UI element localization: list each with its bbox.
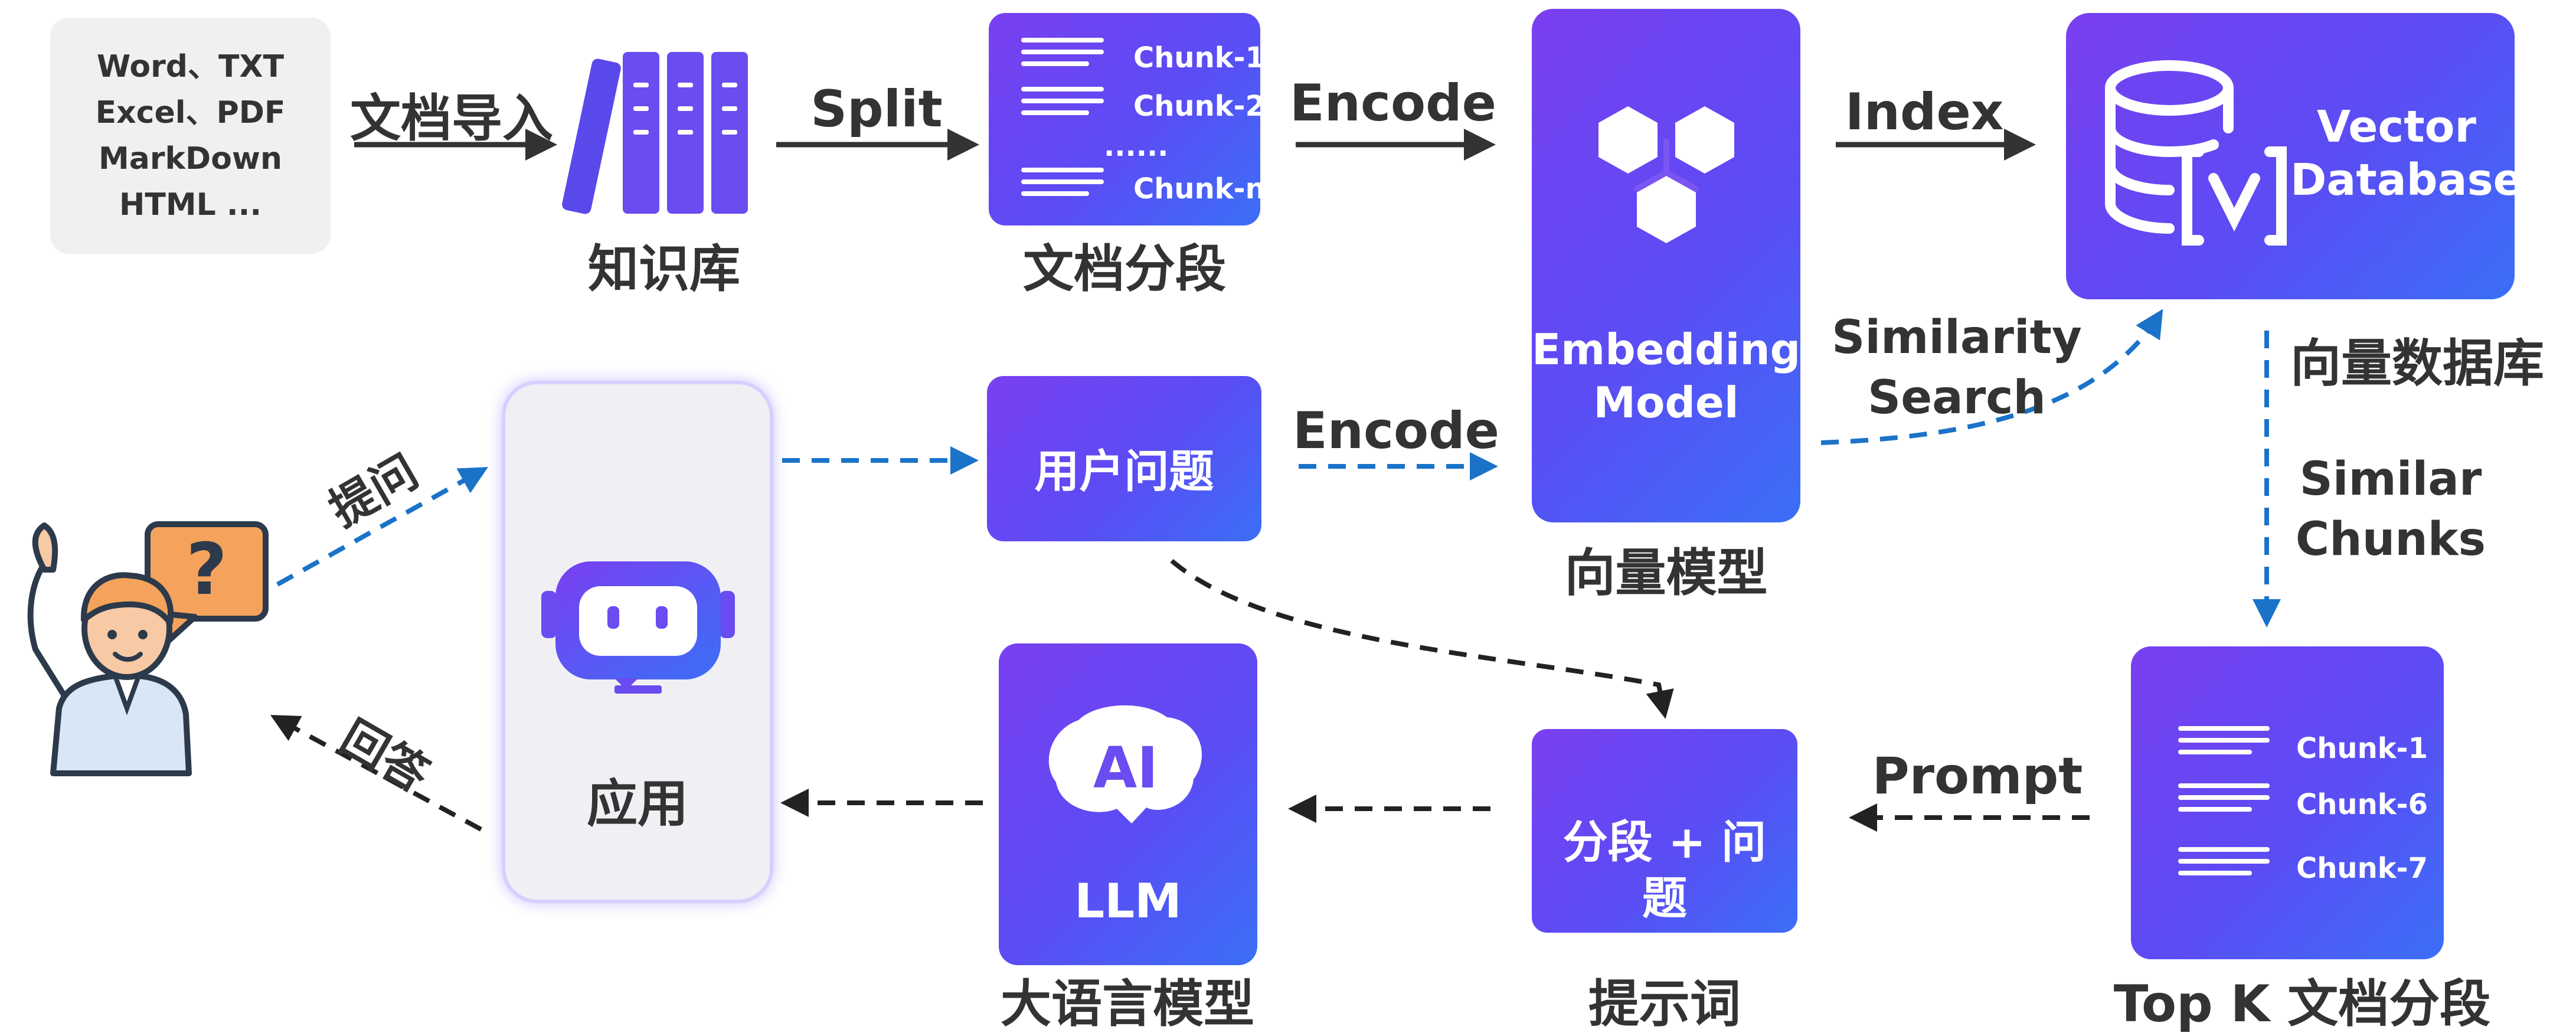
arrow-similarity-search xyxy=(1820,309,2163,445)
edge-label-split: Split xyxy=(810,80,943,139)
chunk-label: Chunk-1 xyxy=(1133,41,1265,74)
hexagon-cluster-icon xyxy=(1598,106,1734,243)
source-format-line: MarkDown xyxy=(98,141,282,177)
vector-database-node: Vector Database xyxy=(2066,13,2523,299)
books-icon xyxy=(562,52,748,214)
arrow-question-to-prompt xyxy=(1170,558,1674,719)
edge-label-prompt: Prompt xyxy=(1872,747,2083,806)
question-bubble xyxy=(145,521,269,622)
doc-chunks-node: Chunk-1 Chunk-2 ...... Chunk-n xyxy=(989,13,1266,225)
topk-label: Top K 文档分段 xyxy=(2113,975,2491,1034)
source-format-line: Word、TXT xyxy=(96,49,285,84)
app-label: 应用 xyxy=(587,774,688,834)
edge-label-index: Index xyxy=(1845,83,2004,142)
llm-label: 大语言模型 xyxy=(1001,975,1254,1034)
topk-chunk-label: Chunk-1 xyxy=(2296,732,2428,765)
source-format-line: Excel、PDF xyxy=(95,95,286,130)
arrow-ask xyxy=(276,467,488,587)
edge-label-encode-query: Encode xyxy=(1293,401,1499,460)
embedding-title-line2: Model xyxy=(1593,378,1739,427)
prompt-node: 分段 + 问 题 xyxy=(1532,729,1797,933)
user-avatar-icon xyxy=(27,521,269,776)
llm-icon-text: AI xyxy=(1093,735,1158,801)
prompt-title-line1: 分段 + 问 xyxy=(1562,816,1767,868)
chunk-label: Chunk-2 xyxy=(1133,90,1265,123)
edge-label-similar-line1: Similar xyxy=(2299,453,2482,506)
edge-label-similar-line2: Chunks xyxy=(2295,513,2486,566)
robot-chat-icon xyxy=(541,561,735,694)
edge-label-import: 文档导入 xyxy=(350,89,553,148)
edge-label-similarity-line2: Search xyxy=(1868,371,2046,424)
question-mark-symbol: ? xyxy=(186,528,227,611)
database-icon xyxy=(2105,60,2287,246)
app-node: 应用 xyxy=(502,381,773,903)
user-question-node: 用户问题 xyxy=(987,376,1261,541)
brain-ai-icon xyxy=(1048,705,1202,823)
knowledge-base-label: 知识库 xyxy=(588,240,740,299)
vector-db-title-line2: Database xyxy=(2290,155,2523,205)
embedding-title-line1: Embedding xyxy=(1532,325,1801,374)
user-question-title: 用户问题 xyxy=(1034,445,1214,498)
topk-chunks-node: Chunk-1 Chunk-6 Chunk-7 xyxy=(2131,646,2444,959)
source-format-line: HTML ... xyxy=(119,187,262,223)
edge-label-encode-docs: Encode xyxy=(1290,74,1496,133)
doc-chunks-label: 文档分段 xyxy=(1023,240,1226,299)
prompt-title-line2: 题 xyxy=(1642,872,1687,924)
chunk-label: Chunk-n xyxy=(1133,172,1266,205)
chunk-ellipsis: ...... xyxy=(1104,130,1169,163)
edge-label-similarity-line1: Similarity xyxy=(1832,311,2082,364)
embedding-model-label: 向量模型 xyxy=(1564,544,1768,603)
topk-chunk-label: Chunk-7 xyxy=(2296,852,2428,885)
arrow-answer xyxy=(270,715,482,832)
embedding-model-node: Embedding Model xyxy=(1532,9,1800,522)
vector-database-label: 向量数据库 xyxy=(2290,334,2544,393)
topk-chunk-label: Chunk-6 xyxy=(2296,788,2428,821)
source-formats-box: Word、TXT Excel、PDF MarkDown HTML ... xyxy=(50,18,331,254)
llm-node: AI LLM xyxy=(999,643,1257,965)
prompt-label: 提示词 xyxy=(1588,975,1741,1034)
vector-db-title-line1: Vector xyxy=(2317,102,2476,152)
llm-title: LLM xyxy=(1074,874,1182,929)
